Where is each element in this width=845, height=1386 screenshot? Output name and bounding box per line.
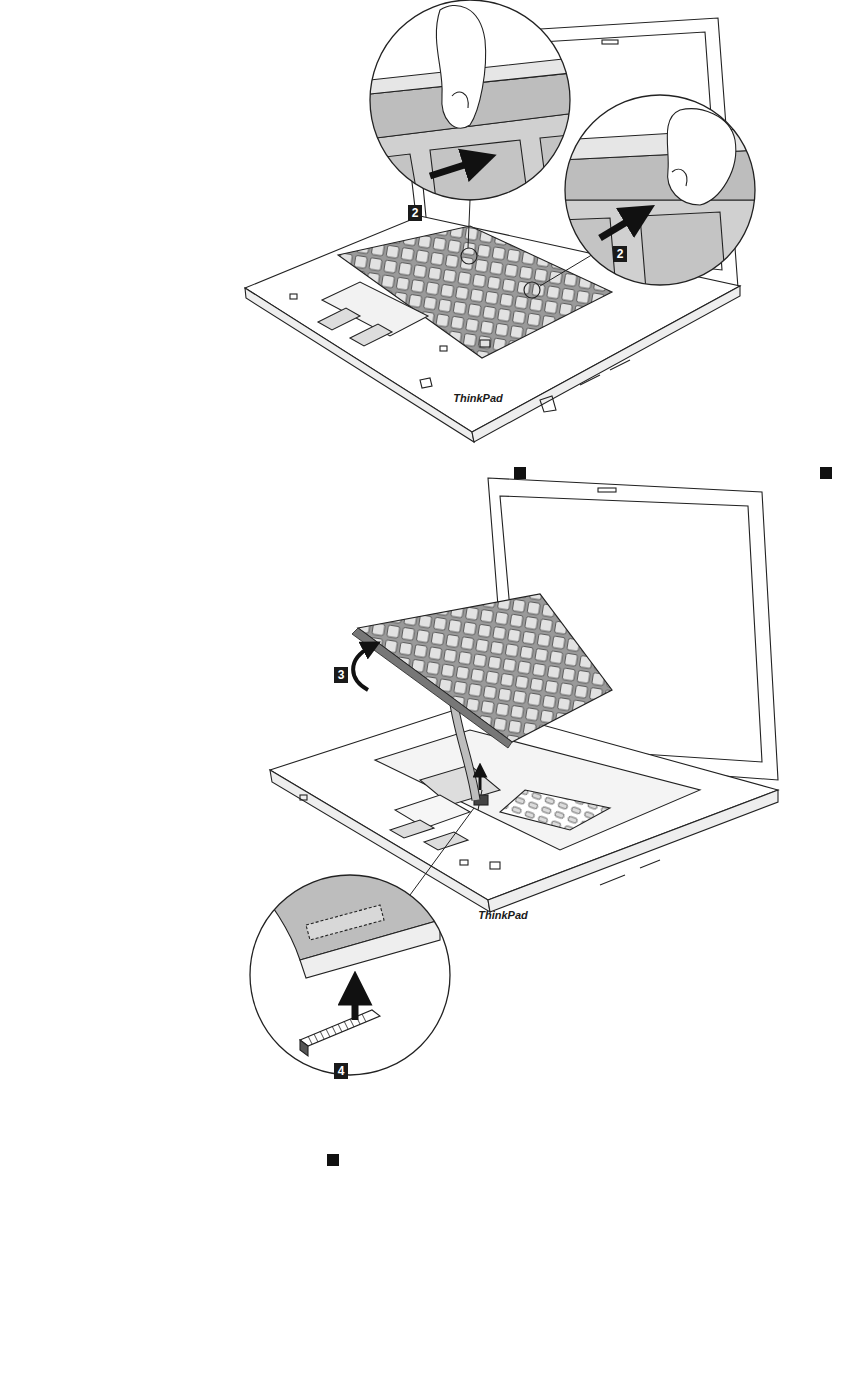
keyboard-lifted xyxy=(358,594,612,742)
magnifier-right xyxy=(560,95,760,290)
finger xyxy=(436,5,485,128)
callout-number: 2 xyxy=(613,246,628,262)
callout-number: 4 xyxy=(334,1063,349,1079)
touchpad xyxy=(395,795,470,828)
laptop-top xyxy=(245,18,740,442)
brand-logo: ThinkPad xyxy=(478,909,528,922)
brand-logo: ThinkPad xyxy=(453,392,503,405)
lift-arrow xyxy=(353,646,372,690)
magnifier-connector xyxy=(250,860,450,1075)
finger xyxy=(667,109,736,205)
callout-square xyxy=(820,467,832,479)
fan-vents xyxy=(500,790,610,830)
keyboard-bay xyxy=(375,730,700,850)
laptop-bottom xyxy=(270,478,778,912)
callout-square xyxy=(514,467,526,479)
callout-number: 2 xyxy=(408,205,423,221)
callout-square xyxy=(327,1154,339,1166)
magnifier-left xyxy=(360,0,600,200)
callout-number: 3 xyxy=(334,667,349,683)
